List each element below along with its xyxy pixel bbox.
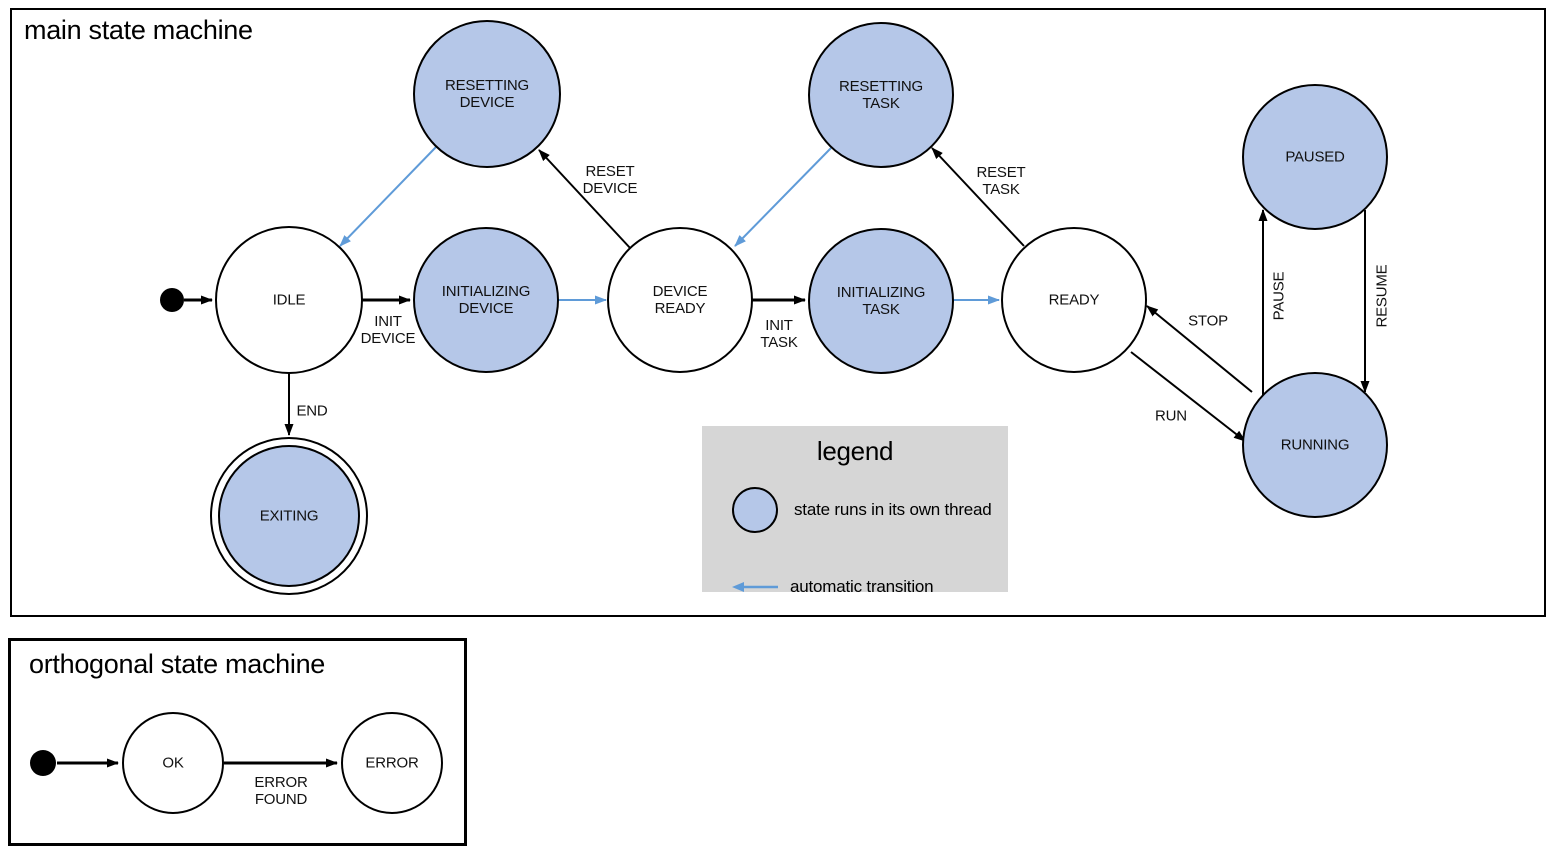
ortho-panel-title: orthogonal state machine: [29, 649, 325, 679]
main-panel-title: main state machine: [24, 15, 253, 45]
legend-box: legend state runs in its own thread auto…: [702, 426, 1008, 596]
legend-thread-row: state runs in its own thread: [732, 487, 992, 533]
orthogonal-state-machine-panel: orthogonal state machine: [8, 638, 467, 846]
legend-auto-row: automatic transition: [732, 577, 934, 596]
automatic-transition-arrow-icon: [732, 581, 778, 593]
legend-title: legend: [816, 436, 894, 466]
automatic-transition-label: automatic transition: [790, 577, 934, 596]
thread-state-swatch-icon: [732, 487, 778, 533]
thread-state-label: state runs in its own thread: [794, 500, 992, 519]
